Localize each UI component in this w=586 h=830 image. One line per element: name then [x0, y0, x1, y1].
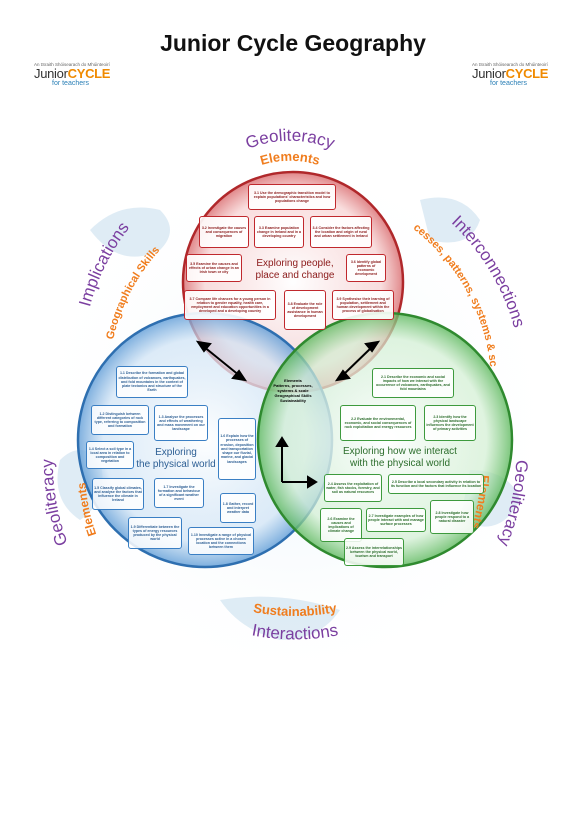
double-arrow-bottom: [275, 436, 318, 489]
outcome-box-1-9: 1.9 Differentiate between the types of e…: [128, 517, 182, 549]
outcome-box-2-7: 2.7 Investigate examples of how people i…: [366, 508, 426, 532]
outcome-box-1-7: 1.7 Investigate the formation and behavi…: [154, 478, 204, 508]
logo-brand-b: CYCLE: [67, 66, 111, 81]
outcome-box-3-6: 3.6 Identify global patterns of economic…: [346, 254, 386, 282]
logo-tagline: An tSraith Shóisearach do Mhúinteoirí: [472, 62, 548, 67]
ring-label-sustainability: Sustainability: [252, 600, 338, 619]
outcome-box-1-2: 1.2 Distinguish between different catego…: [91, 405, 149, 435]
logo-brand-a: Junior: [34, 66, 68, 81]
page-title: Junior Cycle Geography: [160, 30, 426, 56]
junior-cycle-logo-left: An tSraith Shóisearach do Mhúinteoirí Ju…: [34, 62, 144, 87]
outcome-box-3-4: 3.4 Consider the factors affecting the l…: [310, 216, 372, 248]
outcome-box-1-4: 1.4 Select a soil type in a local area i…: [86, 441, 134, 469]
core-elements: Elements Patterns, processes, systems & …: [268, 378, 318, 403]
outcome-box-1-5: 1.5 Classify global climates, and analys…: [92, 478, 144, 510]
outcome-box-1-6: 1.6 Explain how the processes of erosion…: [218, 418, 256, 480]
core-line2: Patterns, processes, systems & scale: [273, 383, 313, 393]
logo-sub: for teachers: [52, 80, 89, 87]
outcome-box-3-1: 3.1 Use the demographic transition model…: [248, 184, 336, 210]
core-line1: Elements: [284, 378, 302, 383]
circle-title-interaction: Exploring how we interact with the physi…: [330, 446, 470, 470]
outcome-box-2-1: 2.1 Describe the economic and social imp…: [372, 368, 454, 398]
outcome-box-3-9: 3.9 Synthesise their learning of populat…: [332, 290, 394, 320]
outcome-box-2-4: 2.4 Assess the exploitation of water, fi…: [324, 474, 382, 502]
outcome-box-1-3: 1.3 Analyse the processes and effects of…: [154, 405, 208, 441]
double-arrow-right: [334, 340, 381, 382]
logo-sub: for teachers: [490, 80, 527, 87]
outcome-box-2-2: 2.2 Evaluate the environmental, economic…: [340, 405, 416, 441]
circle-title-physical-line2: the physical world: [136, 459, 216, 470]
ring-label-interactions: Interactions: [251, 620, 340, 643]
circle-title-physical: Exploring the physical world: [136, 447, 216, 471]
circle-title-people-line2: place and change: [255, 270, 335, 281]
logo-tagline: An tSraith Shóisearach do Mhúinteoirí: [34, 62, 110, 67]
circle-title-people-line1: Exploring people,: [256, 258, 334, 269]
outcome-box-3-3: 3.3 Examine population change in Ireland…: [254, 216, 304, 248]
outcome-box-3-7: 3.7 Compare life chances for a young per…: [184, 290, 276, 320]
ring-label-top-elements: Elements: [258, 149, 321, 168]
outcome-box-1-10: 1.10 Investigate a range of physical pro…: [188, 527, 254, 555]
double-arrow-left: [195, 340, 248, 382]
logo-brand-a: Junior: [472, 66, 506, 81]
outcome-box-2-3: 2.3 Identify how the physical landscape …: [424, 405, 476, 441]
circle-title-physical-line1: Exploring: [155, 447, 197, 458]
outcome-box-3-5: 3.5 Examine the causes and effects of ur…: [186, 254, 242, 282]
outcome-box-2-8: 2.8 Investigate how people respond to a …: [430, 500, 474, 534]
outcome-box-1-8: 1.8 Gather, record and interpret weather…: [220, 493, 256, 523]
outcome-box-2-5: 2.5 Describe a local secondary activity …: [388, 474, 484, 494]
core-line4: Sustainability: [279, 398, 306, 403]
core-line3: Geographical Skills: [274, 393, 312, 398]
outcome-box-3-2: 3.2 Investigate the causes and consequen…: [199, 216, 249, 248]
outcome-box-2-6: 2.6 Examine the causes and implications …: [320, 508, 362, 542]
circle-title-interaction-line2: with the physical world: [349, 458, 451, 469]
outcome-box-2-9: 2.9 Assess the interrelationships betwee…: [344, 538, 404, 566]
junior-cycle-logo-right: An tSraith Shóisearach do Mhúinteoirí Ju…: [472, 62, 582, 87]
logo-brand-b: CYCLE: [505, 66, 549, 81]
circle-title-interaction-line1: Exploring how we interact: [343, 446, 457, 457]
outcome-box-1-1: 1.1 Describe the formation and global di…: [116, 366, 188, 398]
circle-title-people: Exploring people, place and change: [245, 258, 345, 282]
outcome-box-3-8: 3.8 Evaluate the role of development ass…: [284, 290, 326, 330]
